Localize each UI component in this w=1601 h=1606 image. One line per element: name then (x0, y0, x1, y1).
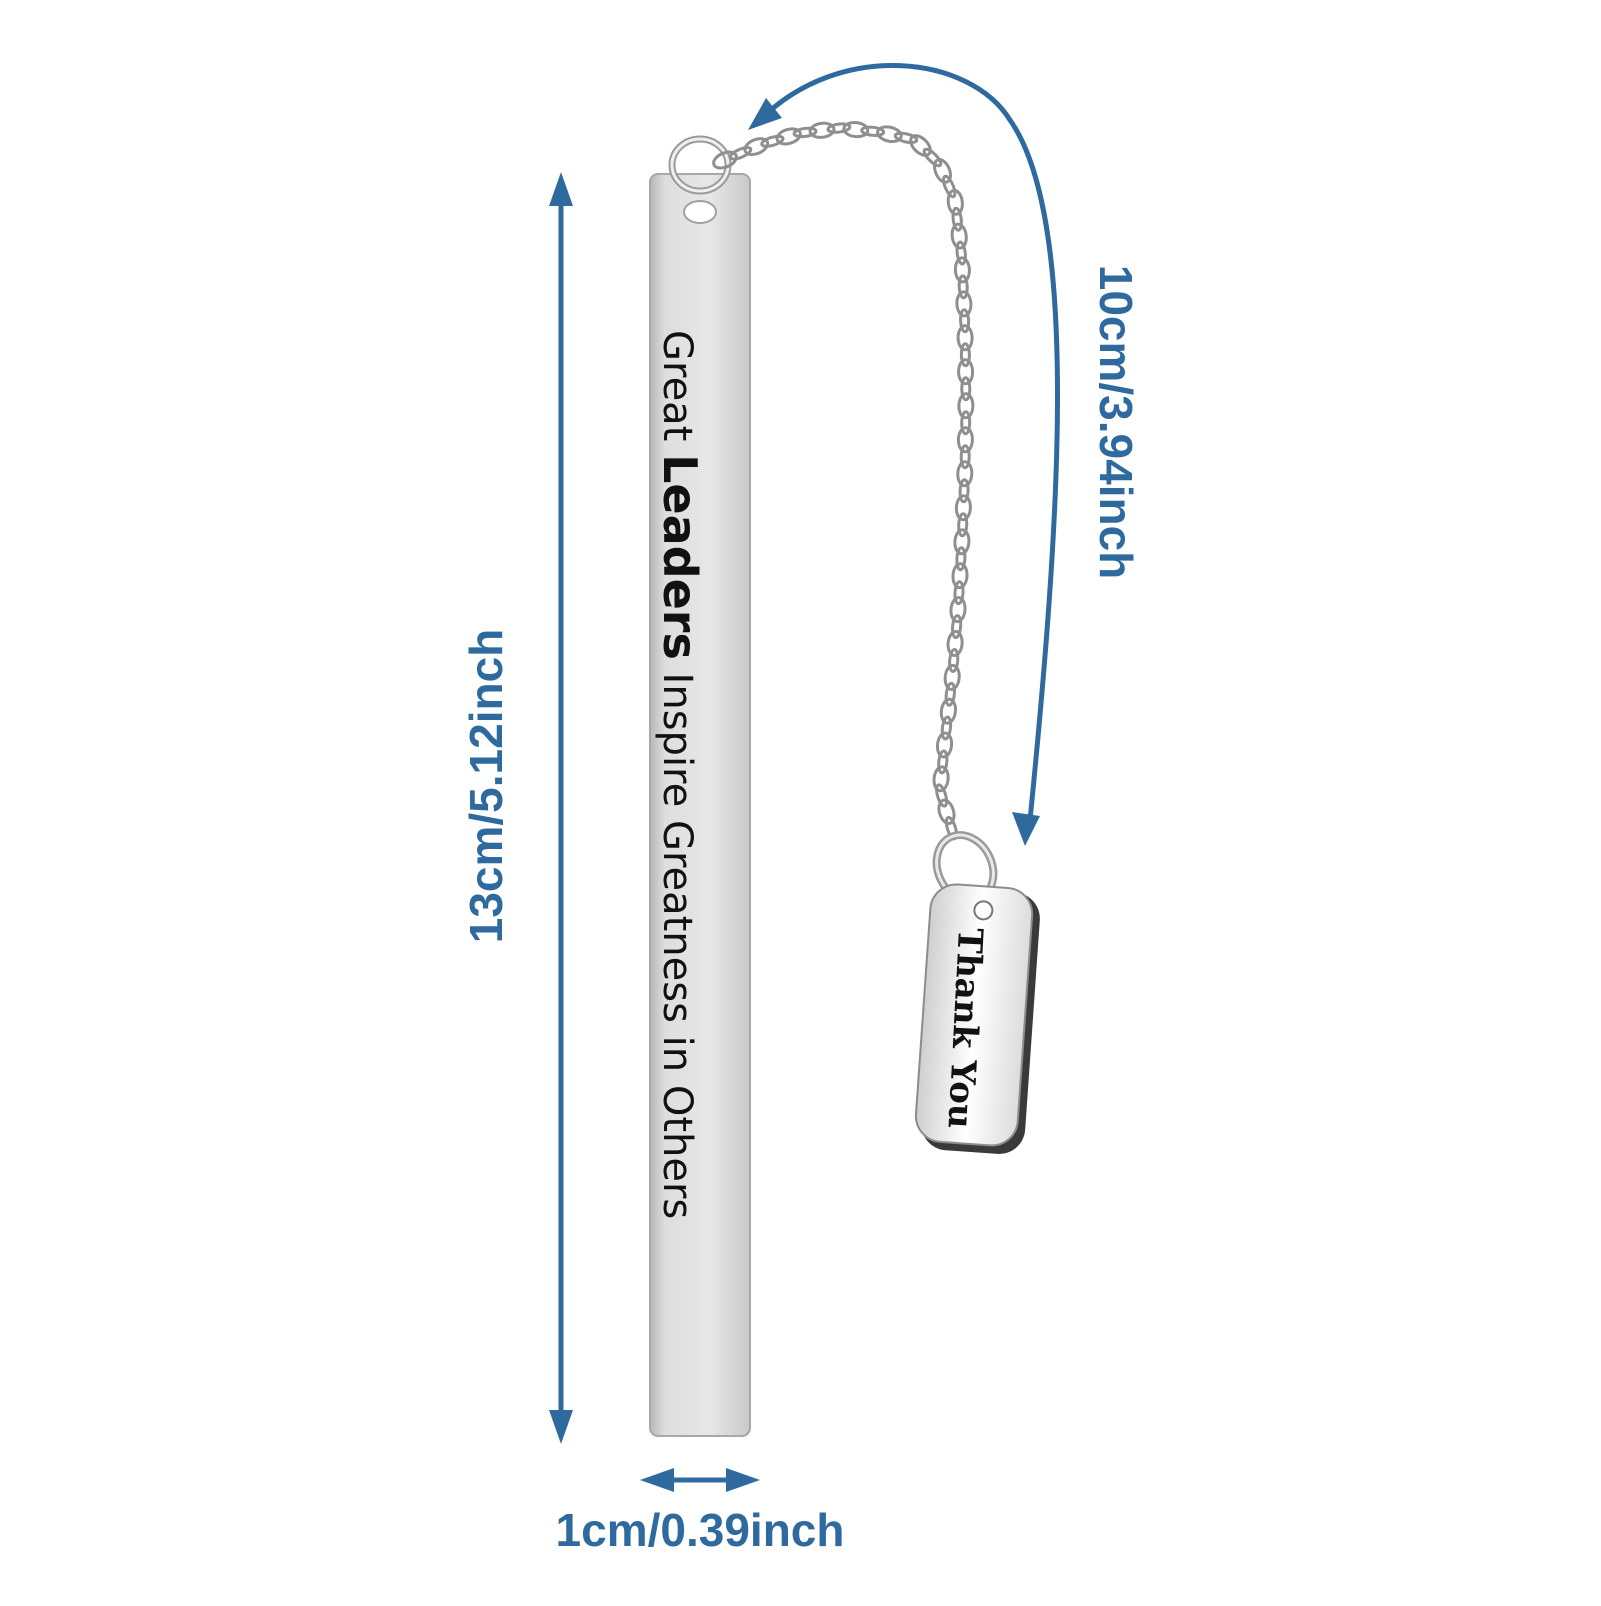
chain-link (953, 256, 971, 284)
chain-link (960, 410, 972, 436)
chain-link (956, 460, 974, 488)
chain-link (932, 765, 950, 793)
chain-link (957, 274, 969, 300)
chain-link (939, 697, 957, 725)
chain-link (935, 783, 949, 808)
chain-length-label: 10cm/3.94inch (1090, 264, 1142, 580)
chain-link (955, 290, 973, 318)
chain-link (944, 681, 956, 707)
chain-length-arrow (748, 63, 1060, 846)
chain-link (808, 121, 836, 139)
chain-link (940, 715, 953, 741)
chain-link (937, 749, 949, 775)
chain-link (842, 121, 870, 139)
chain-link (743, 137, 770, 157)
chain-link (728, 146, 753, 161)
chain-link (951, 206, 963, 232)
chain-link (712, 150, 738, 170)
chain-link (955, 546, 967, 572)
engraving-part2: Inspire Greatness in Others (654, 659, 700, 1220)
chain-link (792, 126, 818, 139)
chain-link (959, 444, 971, 470)
chain-link (950, 222, 968, 250)
bookmark-engraving: Great Leaders Inspire Greatness in Other… (653, 330, 707, 1220)
chain-link (959, 308, 971, 334)
bookmark-hole (683, 200, 717, 224)
chain-link (956, 426, 974, 454)
chain-link (949, 596, 967, 624)
width-dimension-arrow (640, 1468, 760, 1492)
width-dimension-label: 1cm/0.39inch (555, 1504, 845, 1556)
bookmark-bar (649, 173, 751, 1437)
charm-hole (973, 900, 994, 921)
chain-link (951, 562, 969, 590)
engraving-strong: Leaders (653, 454, 707, 660)
chain-link (922, 147, 943, 168)
chain-link (937, 798, 956, 825)
chain-link (943, 663, 961, 691)
chain-link (954, 494, 972, 522)
chain-link (958, 478, 970, 504)
chain-link (953, 528, 971, 556)
height-dimension-label: 13cm/5.12inch (460, 628, 512, 944)
chain-link (935, 731, 954, 759)
chain (712, 121, 975, 841)
chain-link (957, 392, 975, 420)
chain-link (953, 580, 965, 606)
chain-link (946, 630, 964, 657)
chain-link (909, 134, 932, 157)
height-dimension-arrow (549, 172, 573, 1444)
thank-you-charm (914, 883, 1040, 1154)
chain-link (957, 358, 975, 386)
chain-link (960, 376, 972, 402)
chain-link (951, 614, 963, 640)
chain-link (826, 122, 852, 134)
chain-link (893, 131, 919, 145)
chain-link (760, 134, 785, 148)
chain-link (956, 324, 974, 352)
chain-link (957, 512, 969, 538)
chain-link (955, 240, 967, 266)
chain-link (775, 127, 802, 146)
chain-link (946, 188, 964, 216)
chain-link (876, 125, 903, 144)
chain-link (942, 174, 957, 199)
chain-link (860, 125, 886, 137)
chain-link (959, 342, 971, 368)
engraving-part1: Great (654, 330, 700, 455)
chain-link (933, 158, 952, 184)
chain-link (948, 648, 960, 673)
charm-engraving: Thank You (939, 926, 990, 1130)
